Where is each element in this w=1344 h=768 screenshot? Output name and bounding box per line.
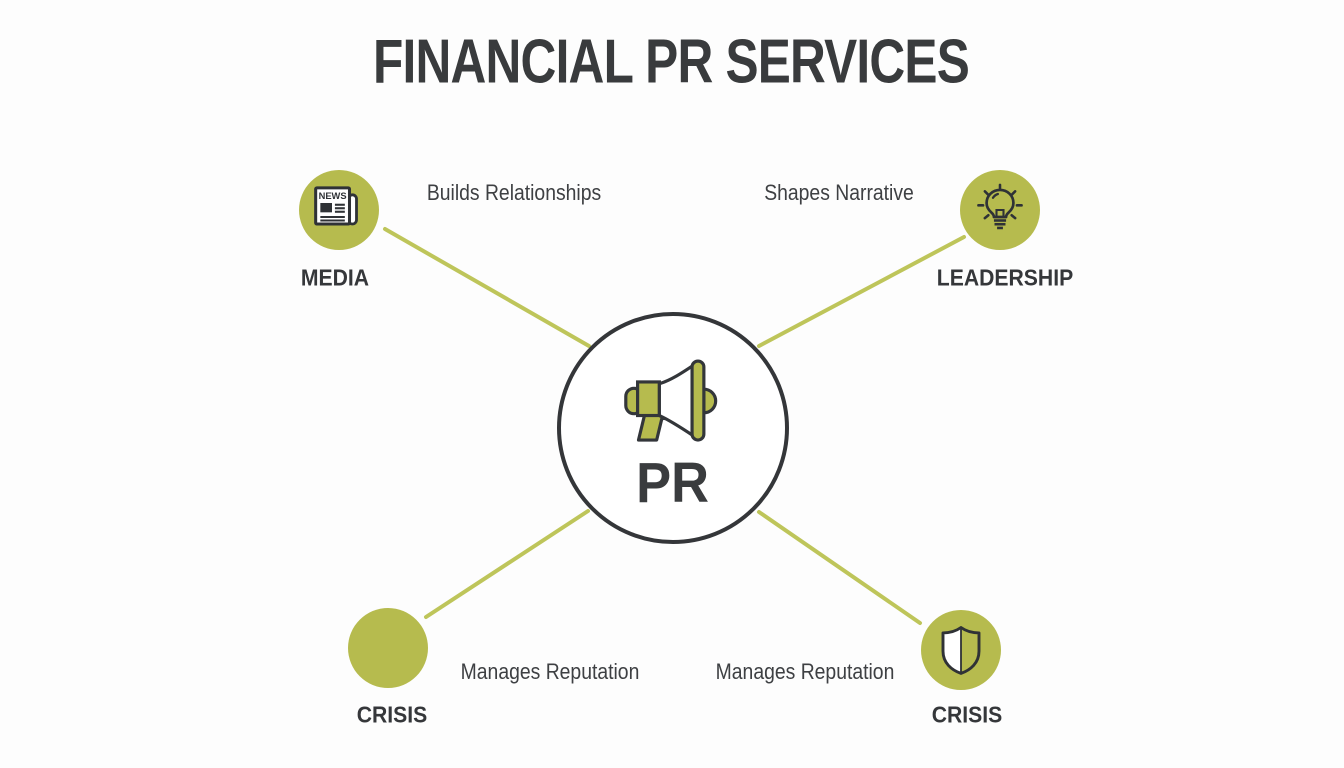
connector-media-line bbox=[383, 227, 591, 348]
crisis-right-node-circle bbox=[921, 610, 1001, 690]
lightbulb-icon bbox=[977, 183, 1023, 230]
connector-leadership-line bbox=[757, 235, 966, 348]
crisis-right-node-label: CRISIS bbox=[931, 701, 1003, 728]
pr-hub-circle: PR bbox=[557, 312, 789, 544]
hub-label: PR bbox=[636, 451, 710, 515]
crisis-left-node-label: CRISIS bbox=[356, 701, 428, 728]
leadership-node-description: Shapes Narrative bbox=[764, 180, 914, 205]
svg-text:NEWS: NEWS bbox=[319, 191, 347, 201]
leadership-node-label: LEADERSHIP bbox=[936, 264, 1074, 291]
leadership-node-circle bbox=[960, 170, 1040, 250]
crisis-left-node-description: Manages Reputation bbox=[460, 659, 640, 684]
shield-icon bbox=[941, 626, 981, 675]
connector-crisis-left-line bbox=[424, 509, 590, 619]
newspaper-icon: NEWS bbox=[314, 186, 358, 226]
media-node-circle: NEWS bbox=[299, 170, 379, 250]
megaphone-icon bbox=[624, 359, 718, 442]
media-node-label: MEDIA bbox=[300, 264, 370, 291]
crisis-left-node-circle bbox=[348, 608, 428, 688]
crisis-right-node-description: Manages Reputation bbox=[715, 659, 895, 684]
connector-crisis-right-line bbox=[757, 510, 922, 625]
page-title: FINANCIAL PR SERVICES bbox=[373, 27, 970, 97]
media-node-description: Builds Relationships bbox=[426, 180, 602, 205]
